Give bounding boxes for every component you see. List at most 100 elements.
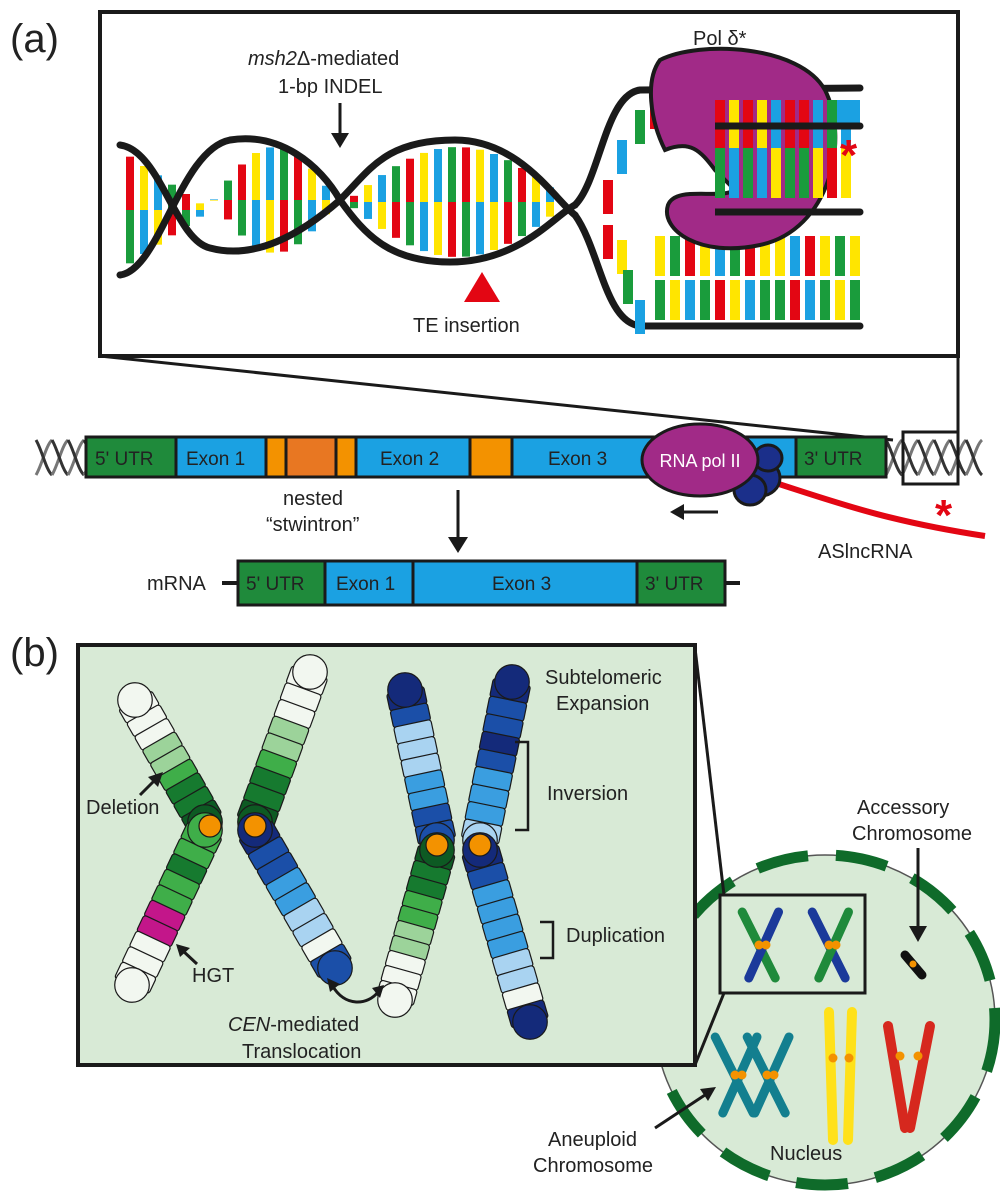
helix-strand (66, 439, 86, 477)
zoom-line-left (99, 354, 894, 442)
rna-pol-ii (640, 422, 784, 507)
gene-exon3: Exon 3 (548, 449, 607, 470)
helix-strand (964, 439, 984, 477)
nucleus-inset-chromosome-2-centromere (824, 940, 834, 950)
aneuploid-line1: Aneuploid (548, 1129, 637, 1151)
fork-base-pair (685, 236, 695, 276)
inversion-bracket (515, 740, 530, 832)
base-pair-bottom (392, 202, 400, 238)
fork-base-pair (850, 236, 860, 276)
base-pair-bottom (364, 202, 372, 219)
base-pair-top (448, 147, 456, 202)
rna-pol-ii-label: RNA pol II (659, 451, 740, 471)
splicing-arrowhead (448, 537, 468, 553)
base-pair-bottom (434, 202, 442, 255)
blue-translocated-arm-cap (317, 950, 353, 986)
fork-base (670, 280, 680, 320)
aneuploid-arrowhead (700, 1087, 716, 1101)
translocation-arrowhead-left (327, 978, 340, 992)
red-chromosome-arm (883, 1021, 910, 1133)
base-pair-top (476, 149, 484, 202)
base-pair-top (266, 147, 274, 200)
base-pair-bottom (532, 202, 540, 227)
pol-base-bottom (757, 148, 767, 198)
base-pair-bottom (252, 200, 260, 247)
accessory-centromere (909, 960, 917, 968)
base-pair-bottom (224, 200, 232, 220)
fork-base-pair (745, 236, 755, 276)
base-pair-bottom (546, 202, 554, 217)
fork-base (715, 280, 725, 320)
green-chromosome-1-cap (117, 682, 153, 718)
pol-base-bottom (841, 148, 851, 198)
fork-base (730, 280, 740, 320)
fork-base-pair (730, 236, 740, 276)
base-pair-top (392, 166, 400, 202)
fork-base (760, 280, 770, 320)
base-pair-top (364, 185, 372, 202)
accessory-line1: Accessory (857, 797, 949, 819)
base-pair-bottom (238, 200, 246, 236)
fork-base (635, 300, 645, 334)
centromere (198, 814, 222, 838)
fork-base (850, 280, 860, 320)
aslncrna-strand (759, 475, 986, 539)
fork-base-pair (655, 236, 665, 276)
fork-base (745, 280, 755, 320)
nucleus-chromosomes (710, 907, 935, 1145)
aneuploid-chromosome-2-centromere (769, 1070, 779, 1080)
base-pair-top (210, 199, 218, 200)
fork-base (623, 270, 633, 304)
fork-base-pair (775, 236, 785, 276)
aneuploid-chromosome-1-centromere (730, 1070, 740, 1080)
centromere (425, 833, 449, 857)
fork-base-pair (820, 236, 830, 276)
gene-exon2: Exon 2 (380, 449, 439, 470)
pol-base-bottom (827, 148, 837, 198)
base-pair-bottom (350, 202, 358, 209)
fork-base (685, 280, 695, 320)
base-pair-top (406, 158, 414, 202)
accessory-line2: Chromosome (852, 823, 972, 845)
inversion-label: Inversion (547, 783, 628, 805)
base-pair-bottom (182, 210, 190, 226)
nucleus-inset-box (718, 893, 867, 995)
indel-arrowhead (331, 133, 349, 148)
base-pair-top (378, 175, 386, 202)
mrna-utr3: 3' UTR (645, 574, 704, 595)
fork-base-pair (760, 236, 770, 276)
fork-base-pair (670, 236, 680, 276)
mrna-utr5: 5' UTR (246, 574, 305, 595)
blue-chromosome-2-cap (512, 1004, 548, 1040)
panel-b-label: (b) (10, 631, 59, 675)
gene-exon1: Exon 1 (186, 449, 245, 470)
fork-top-base (850, 100, 860, 126)
fork-base (700, 280, 710, 320)
translocation-arrowhead-right (372, 985, 384, 998)
translocation-arrow (330, 984, 380, 1004)
aneuploid-chromosome-2-centromere (762, 1070, 772, 1080)
red-centromere (895, 1051, 905, 1061)
duplication-label: Duplication (566, 925, 665, 947)
nucleus-inset-chromosome-1-centromere (761, 940, 771, 950)
zoom-line-b-top (693, 647, 726, 896)
base-pair-bottom (126, 210, 134, 264)
base-pair-top (308, 168, 316, 200)
aneuploid-chromosome-1-centromere (737, 1070, 747, 1080)
base-pair-top (280, 148, 288, 200)
fork-base (775, 280, 785, 320)
base-pair-top (350, 195, 358, 202)
base-pair-top (126, 156, 134, 210)
pol-delta-label: Pol δ* (693, 28, 747, 50)
green-chromosome-2-cap (292, 654, 328, 690)
nucleus-inset-chromosome-2-centromere (831, 940, 841, 950)
base-pair-top (532, 177, 540, 202)
base-pair-bottom (504, 202, 512, 244)
base-pair-bottom (406, 202, 414, 246)
base-pair-bottom (378, 202, 386, 229)
base-pair-bottom (462, 202, 470, 257)
helix-strand (916, 439, 936, 477)
base-pair-bottom (448, 202, 456, 257)
indel-label-line2: 1-bp INDEL (278, 76, 383, 98)
